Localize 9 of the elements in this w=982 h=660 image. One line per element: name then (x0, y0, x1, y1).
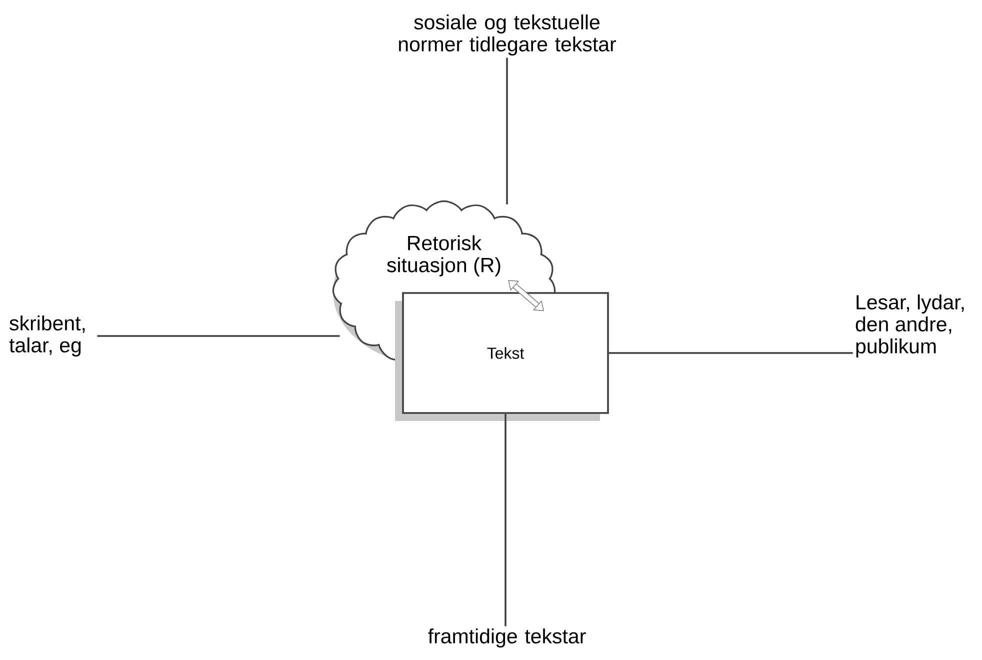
connector-line (506, 58, 508, 204)
connector-line (97, 335, 340, 337)
text-label: Lesar, lydar, den andre, publikum (856, 294, 964, 358)
connector-line (504, 414, 506, 626)
text-label: skribent, talar, eg (9, 315, 85, 357)
text-label: sosiale og tekstuelle normer tidlegare tekstar (399, 14, 616, 56)
text-box: Tekst (395, 292, 609, 421)
connector-line (608, 352, 853, 354)
text-label: framtidige tekstar (428, 628, 586, 648)
